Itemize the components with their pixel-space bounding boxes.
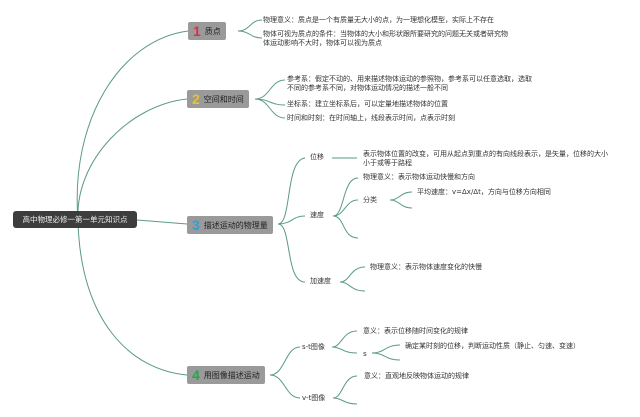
branch-label: 质点 (204, 26, 221, 36)
number-badge: 1 (193, 23, 201, 39)
node-category[interactable]: 分类 (363, 196, 377, 204)
node-s[interactable]: s (363, 350, 367, 358)
number-badge: 4 (192, 367, 200, 383)
leaf-text: 参考系：假定不动的、用来描述物体运动的参照物，参考系可以任意选取，选取不同的参考… (287, 75, 532, 92)
node-st-graph[interactable]: s-t图像 (302, 343, 325, 351)
leaf-text: 物理意义：质点是一个有质量无大小的点，为一理想化模型，实际上不存在 (263, 16, 494, 24)
node-vt-graph[interactable]: v-t图像 (302, 394, 326, 402)
branch-label: 用图像描述运动 (203, 370, 260, 380)
leaf-text: 物理意义：表示物体速度变化的快慢 (370, 263, 482, 271)
number-badge: 2 (192, 91, 200, 107)
node-velocity[interactable]: 速度 (310, 211, 324, 219)
branch-node-graphs[interactable]: 4 用图像描述运动 (187, 366, 265, 384)
node-displacement[interactable]: 位移 (310, 153, 324, 161)
branch-node-quantities[interactable]: 3 描述运动的物理量 (187, 216, 273, 234)
branch-node-particle[interactable]: 1 质点 (188, 22, 226, 40)
leaf-text: 时间和时刻：在时间轴上，线段表示时间，点表示时刻 (287, 114, 455, 122)
number-badge: 3 (192, 217, 200, 233)
leaf-text: 物理意义：表示物体运动快慢和方向 (363, 173, 475, 181)
leaf-text: 意义：表示位移随时间变化的规律 (363, 327, 468, 335)
leaf-text: 意义：直观地反映物体运动的规律 (364, 372, 469, 380)
leaf-text: 平均速度：v=Δx/Δt，方向与位移方向相同 (417, 188, 551, 196)
leaf-text: 坐标系：建立坐标系后，可以定量地描述物体的位置 (287, 100, 448, 108)
branch-label: 空间和时间 (203, 94, 244, 104)
node-acceleration[interactable]: 加速度 (310, 277, 331, 285)
root-node[interactable]: 高中物理必修一第一单元知识点 (13, 211, 137, 228)
leaf-text: 确定某时刻的位移，判断运动性质（静止、匀速、变速） (405, 342, 580, 350)
branch-node-space-time[interactable]: 2 空间和时间 (187, 90, 249, 108)
leaf-text: 表示物体位置的改变，可用从起点到重点的有向线段表示，是矢量，位移的大小小于或等于… (363, 150, 608, 167)
leaf-text: 物体可视为质点的条件：当物体的大小和形状跟所要研究的问题无关或者研究物体运动影响… (263, 30, 508, 47)
branch-label: 描述运动的物理量 (203, 220, 268, 230)
